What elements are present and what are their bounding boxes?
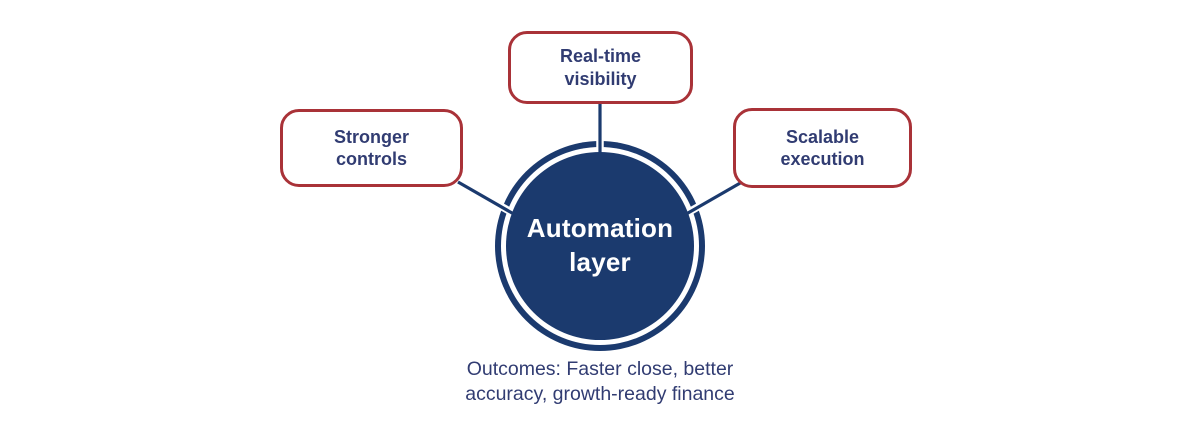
node-scalable-execution-label: Scalable execution: [780, 126, 865, 169]
node-stronger-controls-label: Stronger controls: [333, 126, 409, 169]
node-stronger-controls: Stronger controls: [280, 109, 463, 187]
center-circle: Automation layer: [506, 152, 694, 340]
connector-left-casing: [456, 178, 513, 216]
connector-right-casing: [687, 178, 744, 216]
connector-left: [457, 180, 520, 219]
connector-right: [680, 180, 743, 219]
node-real-time-visibility-label: Real-time visibility: [559, 46, 642, 89]
center-circle-label: Automation layer: [526, 213, 674, 277]
node-scalable-execution: Scalable execution: [733, 108, 912, 188]
outcomes-caption-line2: accuracy, growth-ready finance: [465, 382, 735, 405]
outcomes-caption: Outcomes: Faster close, better accuracy,…: [0, 357, 1200, 407]
outcomes-caption-line1: Outcomes: Faster close, better: [466, 358, 734, 380]
node-real-time-visibility: Real-time visibility: [508, 31, 693, 104]
